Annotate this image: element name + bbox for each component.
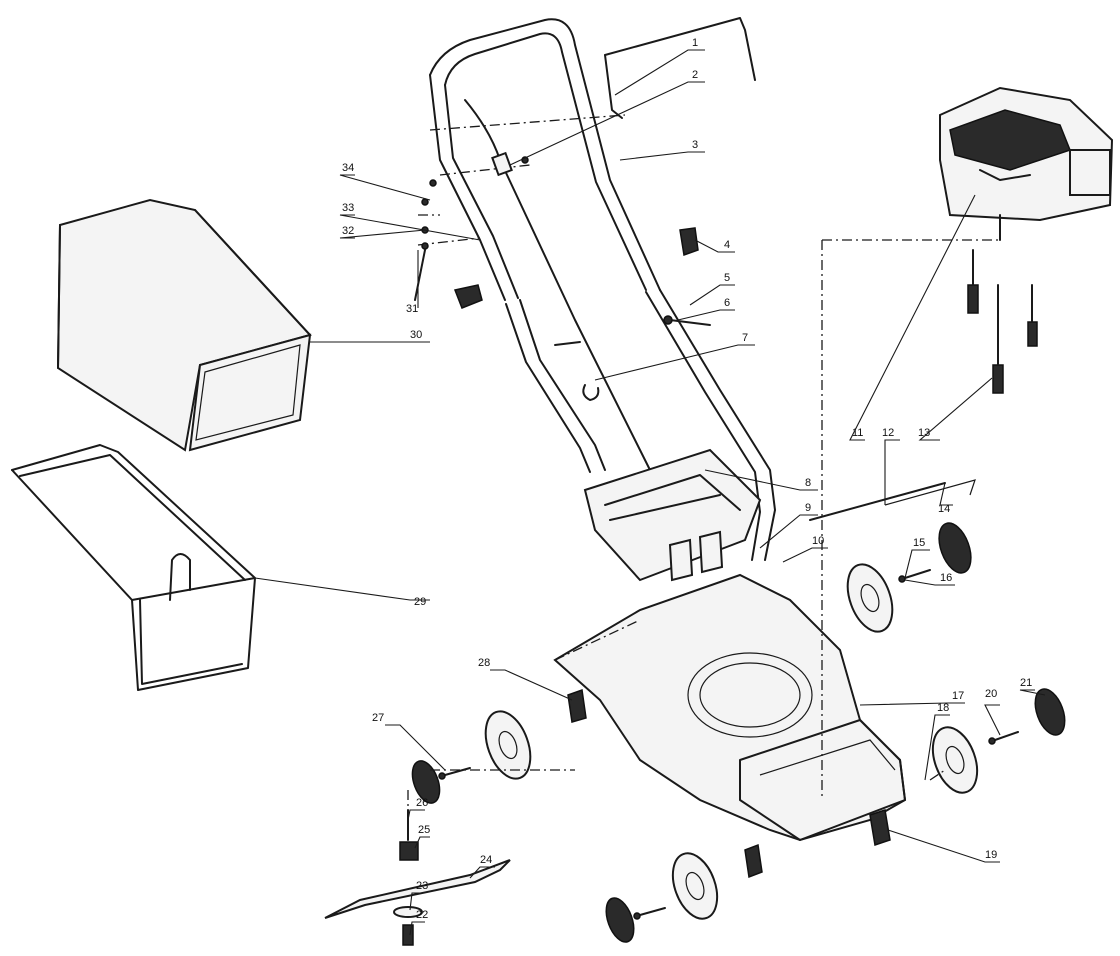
control-bar bbox=[604, 17, 756, 119]
axle-bracket bbox=[884, 479, 976, 506]
callout-20: 20 bbox=[985, 688, 997, 700]
callout-8: 8 bbox=[805, 477, 811, 489]
lower-handle bbox=[505, 289, 776, 561]
callout-25: 25 bbox=[418, 824, 430, 836]
callout-17: 17 bbox=[952, 690, 964, 702]
wheel-front-right bbox=[931, 726, 979, 794]
callout-13: 13 bbox=[918, 427, 930, 439]
grass-bag bbox=[56, 198, 312, 452]
callout-18: 18 bbox=[937, 702, 949, 714]
callout-12: 12 bbox=[882, 427, 894, 439]
handle-knob bbox=[453, 227, 699, 309]
callout-7: 7 bbox=[742, 332, 748, 344]
callout-32: 32 bbox=[342, 225, 354, 237]
cable-clip bbox=[582, 384, 600, 401]
grass-bag-frame bbox=[11, 444, 256, 691]
callout-labels: 1 2 3 4 5 6 7 8 9 10 11 12 13 14 15 16 1… bbox=[342, 37, 1032, 921]
callout-10: 10 bbox=[812, 535, 824, 547]
rear-guard bbox=[583, 448, 762, 582]
mower-deck bbox=[553, 573, 907, 842]
callout-6: 6 bbox=[724, 297, 730, 309]
callout-21: 21 bbox=[1020, 677, 1032, 689]
rear-axle bbox=[809, 482, 946, 521]
callout-31: 31 bbox=[406, 303, 418, 315]
wheel-cap-front-right bbox=[1034, 688, 1066, 736]
wheel-front-left bbox=[671, 852, 719, 920]
blade-assembly bbox=[324, 809, 511, 946]
callout-29: 29 bbox=[414, 596, 426, 608]
callout-26: 26 bbox=[416, 797, 428, 809]
callout-30: 30 bbox=[410, 329, 422, 341]
wheel-cap-front-left bbox=[605, 897, 635, 943]
callout-34: 34 bbox=[342, 162, 354, 174]
callout-9: 9 bbox=[805, 502, 811, 514]
callout-14: 14 bbox=[938, 503, 950, 515]
wheel-cap-rear-left bbox=[411, 760, 441, 804]
callout-2: 2 bbox=[692, 69, 698, 81]
wheel-cap-rear-right bbox=[938, 522, 972, 574]
engine bbox=[939, 86, 1114, 241]
wheel-rear-right bbox=[846, 563, 894, 633]
leader-lines bbox=[254, 49, 1046, 936]
callout-3: 3 bbox=[692, 139, 698, 151]
callout-16: 16 bbox=[940, 572, 952, 584]
callout-27: 27 bbox=[372, 712, 384, 724]
callout-5: 5 bbox=[724, 272, 730, 284]
callout-23: 23 bbox=[416, 880, 428, 892]
upper-handle bbox=[429, 18, 661, 301]
callout-4: 4 bbox=[724, 239, 730, 251]
callout-1: 1 bbox=[692, 37, 698, 49]
alignment-lines bbox=[407, 214, 1000, 810]
callout-28: 28 bbox=[478, 657, 490, 669]
wheels bbox=[411, 522, 1066, 943]
bolts bbox=[554, 249, 1038, 394]
height-adjusters bbox=[567, 688, 891, 879]
callout-24: 24 bbox=[480, 854, 492, 866]
callout-22: 22 bbox=[416, 909, 428, 921]
wheel-rear-left bbox=[484, 710, 532, 780]
callout-19: 19 bbox=[985, 849, 997, 861]
callout-33: 33 bbox=[342, 202, 354, 214]
callout-15: 15 bbox=[913, 537, 925, 549]
callout-11: 11 bbox=[852, 427, 863, 439]
cable bbox=[464, 99, 663, 491]
wheel-bolts bbox=[438, 569, 1019, 920]
